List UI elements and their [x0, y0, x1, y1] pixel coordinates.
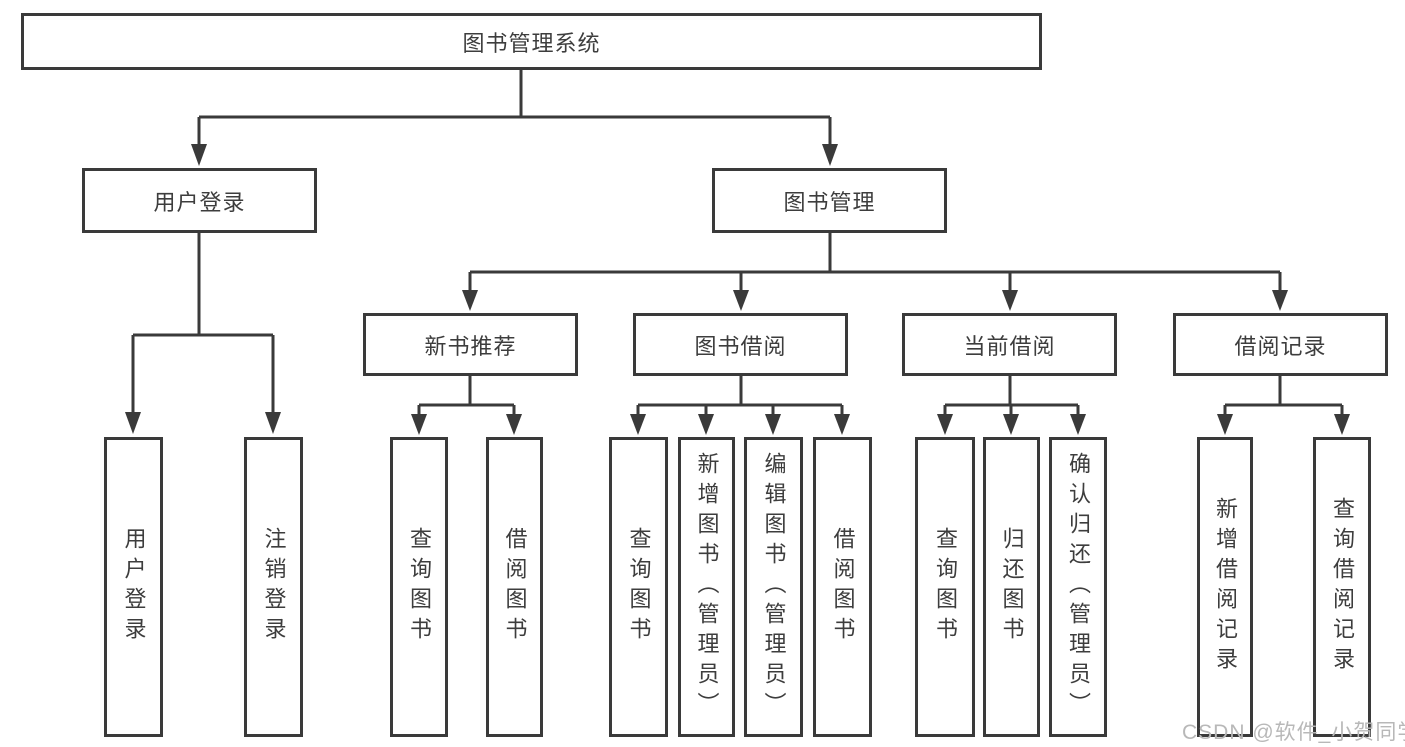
leaf-label: 借阅图书 — [830, 527, 856, 647]
node-library-management-system: 图书管理系统 — [21, 13, 1042, 70]
leaf-edit-book-admin: 编辑图书（管理员） — [744, 437, 803, 737]
leaf-label: 编辑图书（管理员） — [761, 452, 787, 722]
node-label: 用户登录 — [153, 189, 246, 215]
leaf-borrow-books: 借阅图书 — [486, 437, 543, 737]
csdn-watermark: CSDN @软件_小贺同学 — [1182, 721, 1405, 744]
leaf-label: 借阅图书 — [502, 527, 528, 647]
leaf-label: 新增借阅记录 — [1213, 497, 1238, 677]
leaf-confirm-return-admin: 确认归还（管理员） — [1049, 437, 1107, 737]
node-borrowing-records: 借阅记录 — [1173, 313, 1388, 376]
leaf-label: 归还图书 — [999, 527, 1025, 647]
leaf-return-book: 归还图书 — [983, 437, 1040, 737]
node-user-login: 用户登录 — [82, 168, 317, 233]
node-label: 图书借阅 — [694, 333, 787, 359]
node-book-management: 图书管理 — [712, 168, 947, 233]
leaf-query-books: 查询图书 — [915, 437, 975, 737]
leaf-label: 注销登录 — [261, 527, 287, 647]
node-label: 图书管理系统 — [462, 30, 601, 56]
node-label: 图书管理 — [783, 189, 876, 215]
node-label: 当前借阅 — [963, 333, 1056, 359]
leaf-user-login: 用户登录 — [104, 437, 163, 737]
node-book-borrowing: 图书借阅 — [633, 313, 848, 376]
node-label: 借阅记录 — [1234, 333, 1327, 359]
leaf-label: 查询图书 — [626, 527, 652, 647]
leaf-label: 新增图书（管理员） — [694, 452, 720, 722]
leaf-label: 查询借阅记录 — [1330, 497, 1355, 677]
leaf-logout: 注销登录 — [244, 437, 303, 737]
node-label: 新书推荐 — [424, 333, 517, 359]
leaf-label: 查询图书 — [933, 527, 958, 647]
node-new-book-recommendation: 新书推荐 — [363, 313, 578, 376]
leaf-query-books: 查询图书 — [390, 437, 448, 737]
leaf-label: 用户登录 — [121, 527, 147, 647]
leaf-add-book-admin: 新增图书（管理员） — [678, 437, 735, 737]
node-current-borrowing: 当前借阅 — [902, 313, 1117, 376]
leaf-add-borrow-record: 新增借阅记录 — [1197, 437, 1253, 737]
leaf-borrow-books: 借阅图书 — [813, 437, 872, 737]
leaf-query-borrow-record: 查询借阅记录 — [1313, 437, 1371, 737]
leaf-query-books: 查询图书 — [609, 437, 668, 737]
leaf-label: 确认归还（管理员） — [1066, 452, 1091, 722]
leaf-label: 查询图书 — [407, 527, 432, 647]
